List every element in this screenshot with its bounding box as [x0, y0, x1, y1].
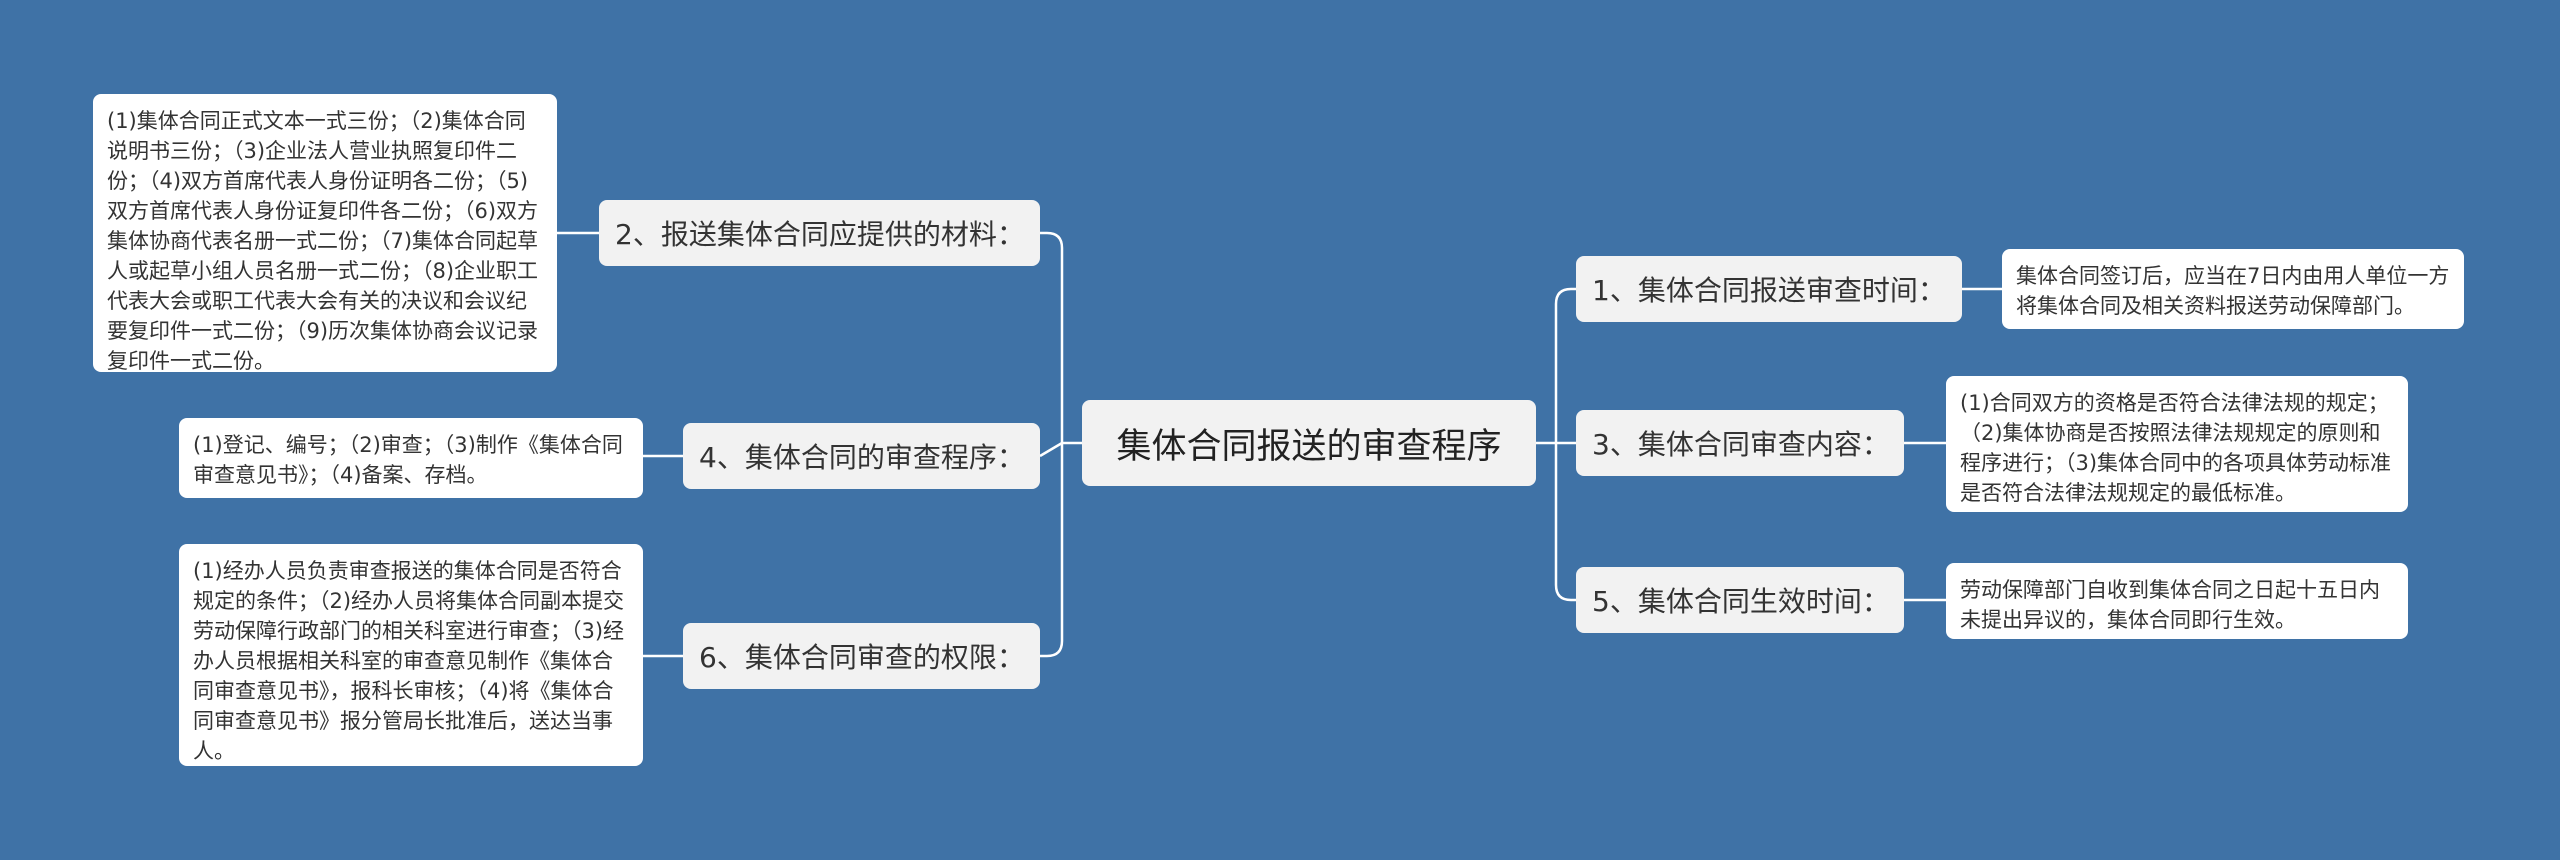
leaf-review-authority: (1)经办人员负责审查报送的集体合同是否符合规定的条件；（2)经办人员将集体合同… — [179, 544, 643, 766]
branch-review-content[interactable]: 3、集体合同审查内容： — [1576, 410, 1904, 476]
connector-left-branch-6 — [1040, 443, 1064, 658]
leaf-effective-time-text: 劳动保障部门自收到集体合同之日起十五日内未提出异议的，集体合同即行生效。 — [1960, 578, 2380, 632]
leaf-review-procedure-text: (1)登记、编号；（2)审查；（3)制作《集体合同审查意见书》；（4)备案、存档… — [193, 433, 623, 487]
leaf-effective-time: 劳动保障部门自收到集体合同之日起十五日内未提出异议的，集体合同即行生效。 — [1946, 563, 2408, 639]
leaf-required-materials: (1)集体合同正式文本一式三份；（2)集体合同说明书三份；（3)企业法人营业执照… — [93, 94, 557, 373]
connector-left-branch-2 — [1040, 231, 1064, 443]
connector-right-branch-1 — [1554, 287, 1576, 443]
branch-effective-time[interactable]: 5、集体合同生效时间： — [1576, 567, 1904, 633]
leaf-submission-time-text: 集体合同签订后，应当在7日内由用人单位一方将集体合同及相关资料报送劳动保障部门。 — [2016, 264, 2450, 318]
connector-right-branch-5 — [1554, 443, 1576, 602]
leaf-review-content-text: (1)合同双方的资格是否符合法律法规的规定；（2)集体协商是否按照法律法规规定的… — [1960, 391, 2392, 505]
branch-submission-time[interactable]: 1、集体合同报送审查时间： — [1576, 256, 1962, 322]
branch-review-authority[interactable]: 6、集体合同审查的权限： — [683, 623, 1040, 689]
connector-left-branch-4 — [1039, 441, 1063, 458]
leaf-review-content: (1)合同双方的资格是否符合法律法规的规定；（2)集体协商是否按照法律法规规定的… — [1946, 376, 2408, 512]
central-topic[interactable]: 集体合同报送的审查程序 — [1082, 400, 1536, 486]
branch-review-procedure[interactable]: 4、集体合同的审查程序： — [683, 423, 1040, 489]
leaf-required-materials-text: (1)集体合同正式文本一式三份；（2)集体合同说明书三份；（3)企业法人营业执照… — [107, 109, 539, 373]
branch-required-materials[interactable]: 2、报送集体合同应提供的材料： — [599, 200, 1040, 266]
leaf-submission-time: 集体合同签订后，应当在7日内由用人单位一方将集体合同及相关资料报送劳动保障部门。 — [2002, 249, 2464, 329]
leaf-review-authority-text: (1)经办人员负责审查报送的集体合同是否符合规定的条件；（2)经办人员将集体合同… — [193, 559, 625, 763]
leaf-review-procedure: (1)登记、编号；（2)审查；（3)制作《集体合同审查意见书》；（4)备案、存档… — [179, 418, 643, 498]
